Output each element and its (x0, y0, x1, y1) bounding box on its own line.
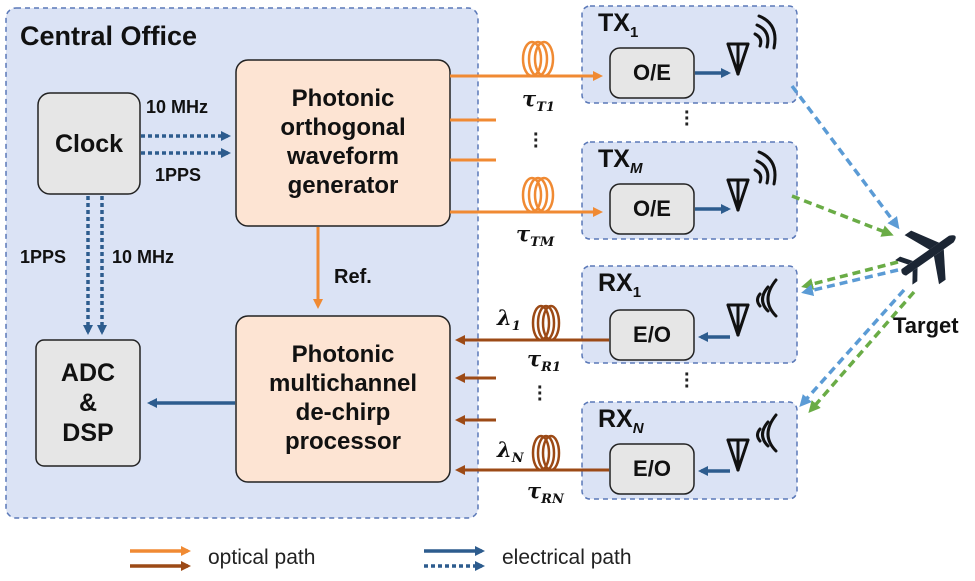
processor-line2: multichannel (268, 370, 418, 398)
processor-line3: de-chirp (295, 399, 391, 426)
generator-box (235, 59, 451, 227)
tx1-title: TX1 (598, 9, 638, 41)
legend-optical-label: optical path (208, 546, 316, 569)
tau-tm-sub: TM (530, 235, 555, 251)
txm-title-sub: M (629, 160, 643, 177)
tx1-antenna-icon (726, 14, 777, 76)
tau-t1-label: τT1 (522, 86, 555, 115)
adc-line2: & (78, 389, 98, 417)
fiber-coil-tm (521, 176, 555, 214)
processor-line4: processor (284, 427, 402, 455)
airplane-icon (895, 230, 956, 285)
clock-1pps-right-label: 1PPS (155, 165, 202, 185)
rx1-antenna-icon (726, 278, 778, 337)
clock-to-adc-arrows (83, 196, 107, 335)
processor-optical-inputs (455, 335, 609, 475)
txm-title-text: TX (598, 145, 630, 173)
tx1-converter-label: O/E (633, 59, 671, 85)
lambda-n-symbol: λ (497, 437, 512, 462)
lambda-1-symbol: λ (497, 305, 512, 330)
tau-rn-sub: RN (541, 492, 564, 508)
rx-ellipsis-processor: ··· (537, 377, 544, 411)
clock-10mhz-down-label: 10 MHz (112, 247, 175, 267)
lambda-n-label: λN (497, 437, 524, 466)
rxn-antenna-icon (726, 413, 778, 472)
generator-label: Photonic orthogonal waveform generator (236, 60, 450, 226)
adc-dsp-label: ADC & DSP (36, 340, 140, 466)
ref-label: Ref. (334, 266, 372, 288)
fiber-coil-t1 (521, 40, 555, 78)
processor-line1: Photonic (291, 341, 395, 369)
rx1-title-text: RX (598, 269, 633, 297)
tx1-title-sub: 1 (629, 24, 639, 41)
txm-title: TXM (598, 145, 642, 177)
processor-label: Photonic multichannel de-chirp processor (236, 316, 450, 482)
tau-r1-sub: R1 (541, 360, 561, 376)
clock-10mhz-right-label: 10 MHz (146, 97, 209, 117)
txm-converter-label: O/E (633, 195, 671, 221)
processor-box (235, 315, 451, 483)
rx1-title: RX1 (598, 269, 641, 301)
tau-tm-symbol: τ (516, 221, 531, 246)
legend-electrical-label: electrical path (502, 546, 632, 569)
clock-label: Clock (54, 129, 124, 158)
tau-tm-label: τTM (516, 221, 554, 250)
adc-line1: ADC (60, 359, 116, 387)
legend-electrical-arrows (424, 546, 485, 571)
generator-line3: waveform (286, 143, 400, 170)
central-office-title: Central Office (20, 21, 198, 51)
fiber-coil-rn (531, 434, 561, 472)
txm-antenna-icon (726, 150, 777, 212)
rx1-converter-label: E/O (633, 321, 671, 347)
tx-ellipsis-panels: ··· (684, 102, 691, 136)
clock-box (37, 92, 141, 195)
target-label: Target (893, 313, 959, 338)
txm-oe-box (609, 183, 695, 235)
tau-t1-sub: T1 (536, 100, 555, 116)
lambda-1-label: λ1 (497, 305, 521, 334)
wireless-paths (790, 84, 916, 414)
generator-line4: generator (287, 171, 399, 199)
tx1-oe-box (609, 47, 695, 99)
adc-line3: DSP (62, 419, 114, 447)
lambda-1-sub: 1 (511, 319, 521, 335)
rxn-converter-label: E/O (633, 455, 671, 481)
clock-1pps-down-label: 1PPS (20, 247, 67, 267)
adc-dsp-box (35, 339, 141, 467)
tau-rn-label: τRN (527, 478, 564, 507)
tau-r1-label: τR1 (527, 346, 561, 375)
generator-line2: orthogonal (280, 114, 406, 142)
lambda-n-sub: N (511, 451, 524, 467)
rxn-title: RXN (598, 405, 644, 437)
generator-optical-outputs (450, 71, 603, 217)
legend-optical-arrows (130, 546, 191, 571)
rxn-eo-box (609, 443, 695, 495)
tau-rn-symbol: τ (527, 478, 542, 503)
rx1-eo-box (609, 309, 695, 361)
tau-r1-symbol: τ (527, 346, 542, 371)
tx-ellipsis-generator: ··· (533, 124, 540, 158)
tx1-title-text: TX (598, 9, 630, 37)
rxn-title-text: RX (598, 405, 633, 433)
tau-t1-symbol: τ (522, 86, 537, 111)
fiber-coil-r1 (531, 304, 561, 342)
rxn-title-sub: N (632, 420, 644, 437)
generator-line1: Photonic (291, 85, 395, 113)
clock-to-generator-arrows (141, 131, 231, 158)
rx-ellipsis-panels: ··· (684, 364, 691, 398)
rx1-title-sub: 1 (632, 284, 642, 301)
